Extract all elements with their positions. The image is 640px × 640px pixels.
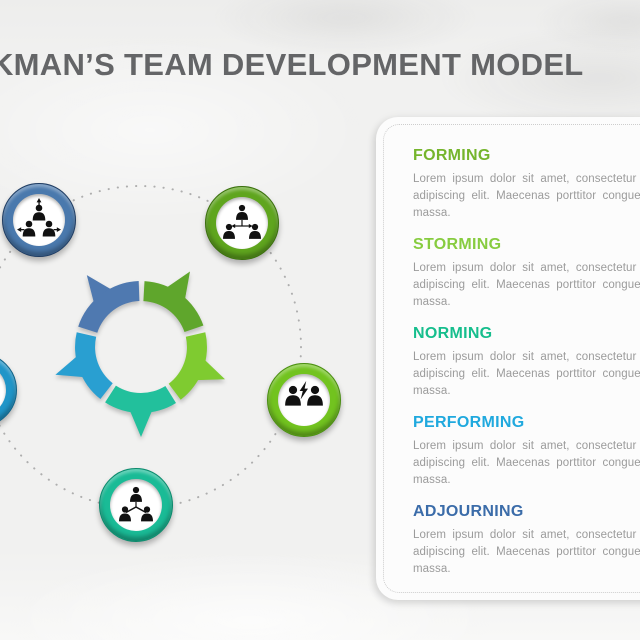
org-chart-y-icon	[119, 486, 153, 522]
norming-arc-arrow	[128, 406, 154, 437]
stage-body-line: adipiscing elit. Maecenas porttitor cong…	[413, 190, 640, 202]
stage-body-line: Lorem ipsum dolor sit amet, consectetur	[413, 529, 637, 541]
forming-arc	[143, 281, 204, 332]
performing-arc	[75, 332, 113, 399]
stage-sections: FORMING Lorem ipsum dolor sit amet, conse…	[413, 147, 640, 592]
badge-inner-circle	[0, 364, 6, 416]
storming-arc	[168, 332, 207, 400]
people-arrows-icon	[17, 198, 61, 237]
stage-body-line: Lorem ipsum dolor sit amet, consectetur	[413, 351, 637, 363]
stage-body-line: adipiscing elit. Maecenas porttitor cong…	[413, 368, 640, 380]
norming-arc	[105, 385, 176, 414]
people-conflict-icon	[285, 381, 323, 406]
dashed-orbit-circle	[0, 185, 302, 509]
stage-body-line: massa.	[413, 563, 451, 575]
stage-badge-team-growth	[2, 183, 76, 257]
panel-dotted-border	[383, 124, 640, 593]
badge-inner-circle	[13, 194, 65, 246]
stage-section-performing: PERFORMING Lorem ipsum dolor sit amet, co…	[413, 414, 640, 489]
forming-arc-arrow	[162, 271, 190, 304]
stage-body-line: massa.	[413, 474, 451, 486]
adjourning-arc-arrow	[86, 275, 116, 307]
stage-heading: PERFORMING	[413, 414, 525, 431]
stage-body-line: Lorem ipsum dolor sit amet, consectetur	[413, 173, 637, 185]
org-chart-icon	[223, 204, 261, 239]
slide-title: KMAN’S TEAM DEVELOPMENT MODEL	[0, 47, 584, 82]
stage-body-line: Lorem ipsum dolor sit amet, consectetur	[413, 440, 637, 452]
stages-panel: FORMING Lorem ipsum dolor sit amet, conse…	[376, 117, 640, 600]
stage-body-line: massa.	[413, 385, 451, 397]
stage-section-adjourning: ADJOURNING Lorem ipsum dolor sit amet, co…	[413, 503, 640, 578]
badge-inner-circle	[278, 374, 330, 426]
stage-body-line: adipiscing elit. Maecenas porttitor cong…	[413, 457, 640, 469]
adjourning-arc	[78, 281, 140, 333]
cycle-ring	[55, 271, 225, 437]
stage-badge-team-hierarchy	[205, 186, 279, 260]
stage-heading: NORMING	[413, 325, 493, 342]
stage-badge-team-conflict	[267, 363, 341, 437]
stage-heading: FORMING	[413, 147, 491, 164]
badge-inner-circle	[216, 197, 268, 249]
stage-section-forming: FORMING Lorem ipsum dolor sit amet, conse…	[413, 147, 640, 222]
stage-badge-team-structure	[99, 468, 173, 542]
stage-section-storming: STORMING Lorem ipsum dolor sit amet, cons…	[413, 236, 640, 311]
badge-inner-circle	[110, 479, 162, 531]
stage-heading: STORMING	[413, 236, 502, 253]
stage-body-line: Lorem ipsum dolor sit amet, consectetur	[413, 262, 637, 274]
stage-heading: ADJOURNING	[413, 503, 524, 520]
stage-body-line: massa.	[413, 207, 451, 219]
stage-body-line: adipiscing elit. Maecenas porttitor cong…	[413, 279, 640, 291]
stage-body-line: massa.	[413, 296, 451, 308]
stage-section-norming: NORMING Lorem ipsum dolor sit amet, conse…	[413, 325, 640, 400]
stage-body-line: adipiscing elit. Maecenas porttitor cong…	[413, 546, 640, 558]
